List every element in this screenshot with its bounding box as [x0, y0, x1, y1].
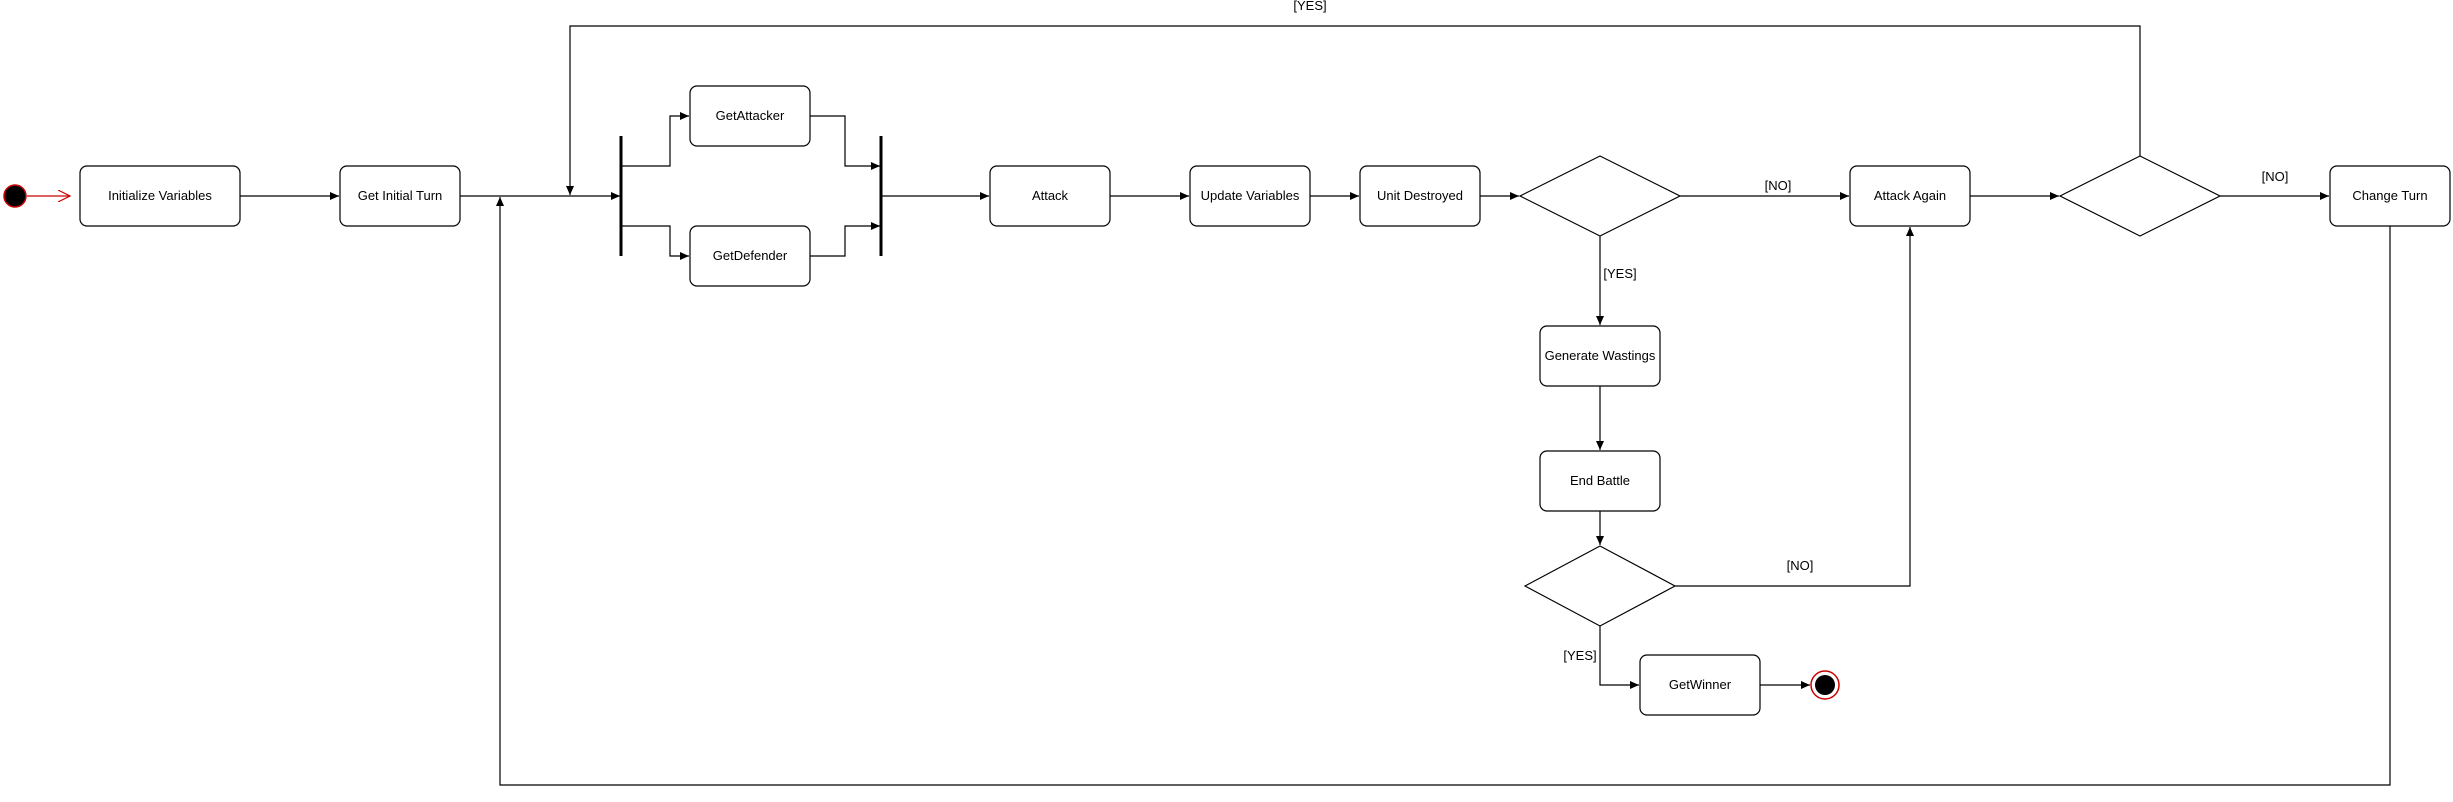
- action-get-initial-turn: Get Initial Turn: [339, 165, 461, 227]
- action-attack: Attack: [989, 165, 1111, 227]
- edge-fork-to-attacker: [621, 112, 689, 167]
- action-update-variables: Update Variables: [1189, 165, 1311, 227]
- action-label: Initialize Variables: [108, 188, 212, 203]
- edge-defender-to-join: [810, 222, 880, 257]
- guard-label-loop-yes: [YES]: [1293, 0, 1326, 13]
- action-label: Attack: [1032, 188, 1069, 203]
- action-unit-destroyed: Unit Destroyed: [1359, 165, 1481, 227]
- action-label: Change Turn: [2352, 188, 2427, 203]
- edge-decision-yes-to-winner: [1599, 626, 1639, 689]
- action-initialize-variables: Initialize Variables: [79, 165, 241, 227]
- guard-label-attack-again-no: [NO]: [2262, 169, 2289, 184]
- action-get-winner: GetWinner: [1639, 654, 1761, 716]
- action-get-defender: GetDefender: [689, 225, 811, 287]
- edge-loop-yes-to-fork: [566, 25, 2141, 195]
- action-label: End Battle: [1570, 473, 1630, 488]
- action-label: GetAttacker: [716, 108, 785, 123]
- guard-label-destroyed-yes: [YES]: [1603, 266, 1636, 281]
- action-change-turn: Change Turn: [2329, 165, 2451, 227]
- guard-label-end-no: [NO]: [1787, 558, 1814, 573]
- action-attack-again: Attack Again: [1849, 165, 1971, 227]
- edge-change-turn-to-loop: [496, 197, 2391, 786]
- action-label: Update Variables: [1201, 188, 1300, 203]
- action-label: Get Initial Turn: [358, 188, 443, 203]
- decision-unit-destroyed: [1518, 155, 1682, 237]
- action-label: Generate Wastings: [1545, 348, 1656, 363]
- edge-fork-to-defender: [621, 225, 689, 260]
- decision-battle-over: [1523, 545, 1677, 627]
- action-label: GetDefender: [713, 248, 788, 263]
- action-label: GetWinner: [1669, 677, 1732, 692]
- initial-node: [3, 184, 27, 208]
- action-generate-wastings: Generate Wastings: [1539, 325, 1661, 387]
- action-label: Attack Again: [1874, 188, 1946, 203]
- edge-decision-no-to-attack-again-up: [1675, 227, 1914, 587]
- final-node-core: [1815, 675, 1835, 695]
- guard-label-destroyed-no: [NO]: [1765, 178, 1792, 193]
- action-end-battle: End Battle: [1539, 450, 1661, 512]
- action-label: Unit Destroyed: [1377, 188, 1463, 203]
- edge-attacker-to-join: [810, 115, 880, 170]
- decision-attack-again: [2058, 155, 2222, 237]
- guard-label-end-yes: [YES]: [1563, 648, 1596, 663]
- action-get-attacker: GetAttacker: [689, 85, 811, 147]
